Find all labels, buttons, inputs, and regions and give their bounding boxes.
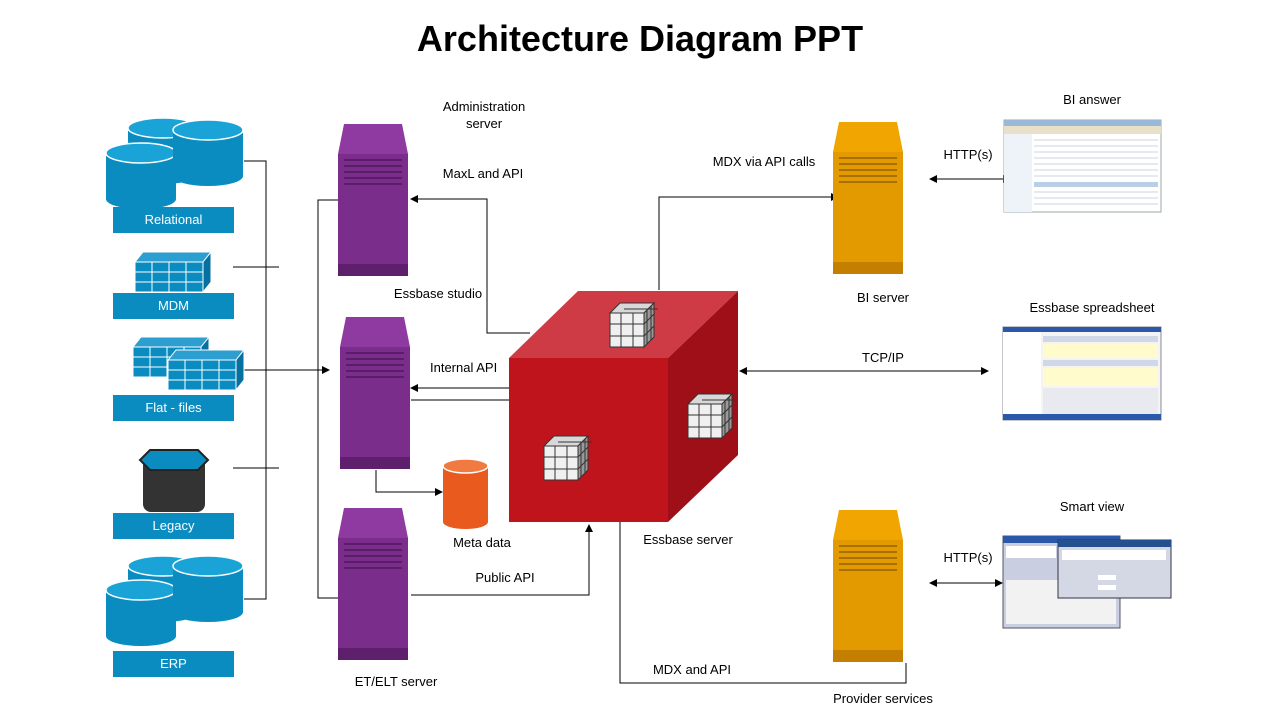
relational-database-icon bbox=[105, 117, 244, 210]
smart-view-label: Smart view bbox=[1059, 499, 1125, 514]
bi-server-label: BI server bbox=[856, 290, 909, 305]
http-bottom-label: HTTP(s) bbox=[943, 550, 993, 565]
source-label-legacy: Legacy bbox=[113, 513, 234, 539]
etl-server-icon bbox=[337, 507, 409, 661]
bi-server-icon bbox=[832, 121, 904, 275]
meta-data-label: Meta data bbox=[453, 535, 511, 550]
bi-answer-label: BI answer bbox=[1063, 92, 1121, 107]
essbase-studio-label: Essbase studio bbox=[393, 286, 483, 301]
page-title: Architecture Diagram PPT bbox=[416, 18, 864, 59]
essbase-studio-server-icon bbox=[339, 316, 411, 470]
source-label-mdm: MDM bbox=[113, 293, 234, 319]
source-label-flat-files: Flat - files bbox=[113, 395, 234, 421]
etl-server-label: ET/ELT server bbox=[354, 674, 438, 689]
smart-view-screenshot-icon bbox=[1002, 535, 1172, 629]
http-top-label: HTTP(s) bbox=[943, 147, 993, 162]
provider-services-server-icon bbox=[832, 509, 904, 663]
administration-server-icon bbox=[337, 123, 409, 277]
source-label-relational: Relational bbox=[113, 207, 234, 233]
internal-api-label: Internal API bbox=[430, 360, 498, 375]
source-label-erp: ERP bbox=[113, 651, 234, 677]
bi-answer-screenshot-icon bbox=[1003, 119, 1162, 213]
public-api-label: Public API bbox=[475, 570, 535, 585]
essbase-spreadsheet-label: Essbase spreadsheet bbox=[1029, 300, 1155, 315]
legacy-storage-icon bbox=[138, 449, 210, 512]
essbase-server-label: Essbase server bbox=[643, 532, 733, 547]
tcp-ip-label: TCP/IP bbox=[862, 350, 904, 365]
meta-data-database-icon bbox=[442, 458, 489, 529]
flat-files-grid-icon bbox=[132, 336, 245, 391]
essbase-server-cube bbox=[509, 291, 738, 522]
mdx-via-api-calls-label: MDX via API calls bbox=[712, 154, 816, 169]
erp-database-icon bbox=[105, 555, 244, 647]
essbase-spreadsheet-screenshot-icon bbox=[1002, 326, 1162, 421]
provider-services-label: Provider services bbox=[833, 691, 933, 706]
mdm-grid-icon bbox=[134, 251, 212, 293]
administration-server-label: Administration server bbox=[442, 99, 526, 131]
maxl-api-label: MaxL and API bbox=[442, 166, 524, 181]
mdx-and-api-label: MDX and API bbox=[652, 662, 732, 677]
